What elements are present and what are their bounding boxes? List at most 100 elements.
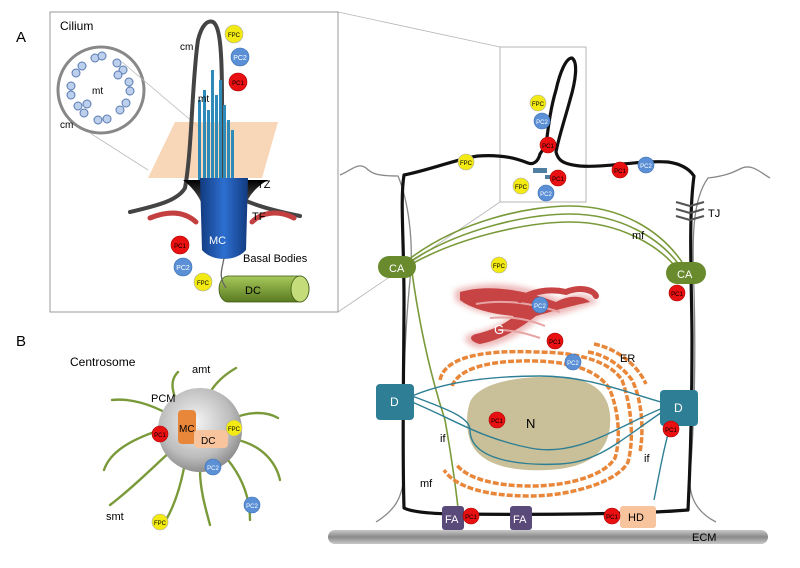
fpc-marker: FPC bbox=[151, 513, 169, 531]
pc2-marker: PC2 bbox=[537, 184, 555, 202]
svg-text:PC1: PC1 bbox=[174, 244, 186, 250]
pc1-marker: PC1 bbox=[151, 425, 169, 443]
pc1-marker: PC1 bbox=[228, 72, 248, 92]
extracellular-matrix bbox=[328, 530, 768, 544]
left-neighbor-cell bbox=[339, 165, 412, 523]
svg-text:PC2: PC2 bbox=[207, 466, 219, 472]
pc2-marker: PC2 bbox=[243, 496, 261, 514]
svg-text:PC2: PC2 bbox=[536, 120, 548, 126]
svg-text:FPC: FPC bbox=[493, 264, 506, 270]
er-label: ER bbox=[620, 353, 635, 365]
ca-label-left: CA bbox=[389, 263, 405, 275]
svg-text:PC2: PC2 bbox=[233, 55, 247, 62]
fpc-marker: FPC bbox=[225, 419, 243, 437]
panel-a-letter: A bbox=[16, 29, 26, 46]
focal-adhesion-1: FA bbox=[442, 506, 464, 530]
pc2-marker: PC2 bbox=[204, 458, 222, 476]
basal-body-mc-label: MC bbox=[209, 235, 226, 247]
fpc-marker: FPC bbox=[512, 177, 530, 195]
pc2-marker: PC2 bbox=[564, 353, 582, 371]
tf-label: TF bbox=[252, 211, 266, 223]
svg-text:PC1: PC1 bbox=[154, 433, 166, 439]
panel-b-letter: B bbox=[16, 333, 26, 350]
section-line-lower bbox=[89, 132, 149, 171]
centrosome-title: Centrosome bbox=[70, 355, 136, 369]
pc2-marker: PC2 bbox=[637, 156, 655, 174]
pc1-marker: PC1 bbox=[662, 420, 680, 438]
smt-label: smt bbox=[106, 511, 124, 523]
svg-text:PC1: PC1 bbox=[665, 428, 677, 434]
pc1-marker: PC1 bbox=[549, 169, 567, 187]
daughter-centriole: DC bbox=[218, 275, 310, 303]
if-label-right: if bbox=[644, 453, 650, 465]
cilium-inset-title: Cilium bbox=[60, 19, 93, 33]
pc1-marker: PC1 bbox=[170, 235, 190, 255]
right-neighbor-cell bbox=[689, 166, 771, 523]
fpc-marker: FPC bbox=[529, 94, 547, 112]
svg-text:PC2: PC2 bbox=[540, 192, 552, 198]
svg-text:FPC: FPC bbox=[154, 521, 167, 527]
svg-text:FPC: FPC bbox=[228, 33, 241, 39]
centrosome-dc-label: DC bbox=[201, 436, 215, 447]
ca-label-right: CA bbox=[677, 269, 693, 281]
svg-text:PC1: PC1 bbox=[232, 81, 244, 87]
svg-text:FPC: FPC bbox=[460, 161, 473, 167]
axoneme-mt-label: mt bbox=[198, 94, 209, 105]
zoom-connector-lines bbox=[337, 11, 501, 313]
pcm-label: PCM bbox=[151, 393, 175, 405]
microfilaments bbox=[407, 205, 683, 509]
svg-text:PC1: PC1 bbox=[549, 340, 561, 346]
basal-bodies-label: Basal Bodies bbox=[243, 253, 308, 265]
pc2-markers: PC2 PC2 PC2 PC2 PC2 PC2 PC2 PC2 PC2 bbox=[173, 47, 655, 514]
pc2-marker: PC2 bbox=[230, 47, 250, 67]
pc1-marker: PC1 bbox=[539, 136, 557, 154]
svg-text:PC1: PC1 bbox=[542, 144, 554, 150]
axoneme-microtubules bbox=[198, 70, 234, 180]
svg-text:PC2: PC2 bbox=[534, 304, 546, 310]
svg-text:FPC: FPC bbox=[197, 281, 210, 287]
d-label-left: D bbox=[390, 395, 399, 409]
fpc-marker: FPC bbox=[193, 272, 213, 292]
desmosome-left: D bbox=[376, 384, 414, 420]
svg-text:PC1: PC1 bbox=[671, 292, 683, 298]
golgi-apparatus bbox=[455, 284, 599, 348]
d-label-right: D bbox=[674, 401, 683, 415]
pc1-markers: PC1 PC1 PC1 PC1 PC1 PC1 PC1 PC1 PC1 PC1 … bbox=[151, 72, 686, 525]
nucleus bbox=[467, 376, 611, 471]
cilium-zoom-box bbox=[499, 46, 587, 203]
desmosome-right: D bbox=[660, 390, 698, 426]
svg-text:PC1: PC1 bbox=[465, 515, 477, 521]
nucleus-label: N bbox=[526, 416, 535, 431]
pc1-marker: PC1 bbox=[668, 284, 686, 302]
centrosome-daughter-centriole bbox=[194, 430, 228, 448]
tight-junction bbox=[675, 200, 705, 222]
tj-label: TJ bbox=[708, 208, 720, 220]
centriole-linker bbox=[220, 257, 227, 289]
pc1-marker: PC1 bbox=[603, 507, 621, 525]
if-label-left: if bbox=[440, 433, 446, 445]
pc1-marker: PC1 bbox=[488, 411, 506, 429]
pc1-marker: PC1 bbox=[546, 332, 564, 350]
svg-text:PC2: PC2 bbox=[567, 361, 579, 367]
epithelial-cell: TJ mf mf G ER N bbox=[328, 56, 771, 544]
fpc-markers: FPC FPC FPC FPC FPC FPC FPC FPC bbox=[151, 24, 547, 531]
centrosome-mc-label: MC bbox=[179, 424, 195, 435]
fa-label-2: FA bbox=[513, 514, 527, 526]
svg-text:FPC: FPC bbox=[228, 427, 241, 433]
amt-label: amt bbox=[192, 364, 210, 376]
cross-section-cm-label: cm bbox=[60, 120, 73, 131]
cross-section-mt-label: mt bbox=[92, 86, 103, 97]
pc1-marker: PC1 bbox=[611, 161, 629, 179]
svg-text:PC1: PC1 bbox=[614, 169, 626, 175]
fa-label-1: FA bbox=[445, 514, 459, 526]
fpc-marker: FPC bbox=[490, 256, 508, 274]
section-line-upper bbox=[121, 61, 201, 129]
svg-text:PC2: PC2 bbox=[640, 164, 652, 170]
pc1-marker: PC1 bbox=[462, 507, 480, 525]
hd-label: HD bbox=[628, 512, 644, 524]
intermediate-filaments bbox=[411, 375, 673, 501]
tz-label: TZ bbox=[257, 179, 271, 191]
basal-body-marker bbox=[533, 168, 547, 173]
svg-text:PC2: PC2 bbox=[246, 504, 258, 510]
